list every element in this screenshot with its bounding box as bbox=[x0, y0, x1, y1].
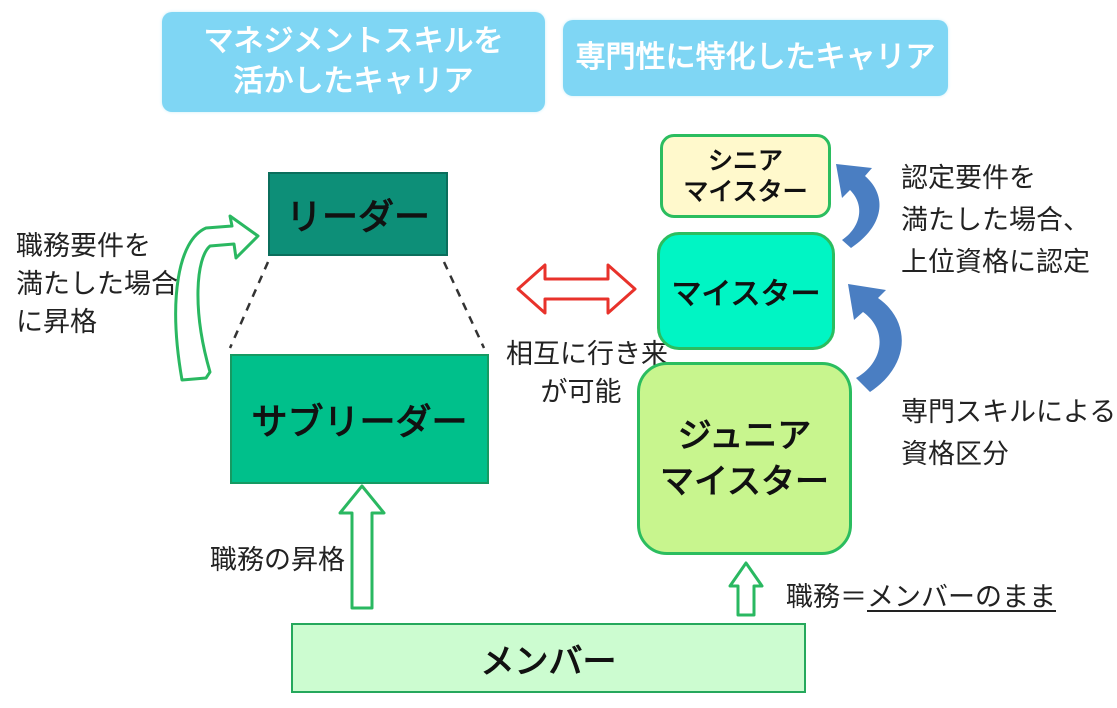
dashed-line-right bbox=[442, 261, 486, 349]
exchange-note: 相互に行き来 が可能 bbox=[506, 336, 668, 412]
junior-label-line2: マイスター bbox=[660, 461, 829, 502]
duty-underlined: メンバーのまま bbox=[867, 582, 1056, 613]
promote-curved-arrow bbox=[174, 214, 260, 382]
senior-meister-box: シニア マイスター bbox=[660, 134, 831, 218]
member-stay-up-arrow bbox=[728, 561, 764, 617]
promote-condition-note: 職務要件を 満たした場合 に昇格 bbox=[16, 228, 178, 342]
promote-note-line3: に昇格 bbox=[16, 307, 97, 338]
job-promotion-up-arrow bbox=[338, 484, 386, 610]
dashed-line-left bbox=[228, 261, 270, 349]
duty-prefix: 職務＝ bbox=[786, 582, 867, 613]
leader-box: リーダー bbox=[268, 172, 448, 256]
certify-curved-arrow-lower bbox=[848, 284, 902, 392]
exchange-double-arrow bbox=[516, 263, 637, 315]
member-box: メンバー bbox=[291, 623, 806, 693]
specialty-header-label: 専門性に特化したキャリア bbox=[575, 40, 936, 75]
junior-label-line1: ジュニア bbox=[677, 415, 812, 456]
management-header-line1: マネジメントスキルを bbox=[203, 24, 504, 59]
senior-label-line2: マイスター bbox=[683, 177, 808, 206]
skill-note-line2: 資格区分 bbox=[901, 439, 1009, 470]
skill-note-line1: 専門スキルによる bbox=[901, 397, 1117, 428]
sub-leader-box: サブリーダー bbox=[230, 354, 489, 484]
management-header-line2: 活かしたキャリア bbox=[233, 64, 474, 99]
promote-note-line2: 満たした場合 bbox=[16, 269, 178, 300]
certify-curved-arrow-upper bbox=[836, 164, 880, 248]
exchange-note-line2: が可能 bbox=[540, 377, 622, 408]
junior-meister-box: ジュニア マイスター bbox=[637, 362, 852, 555]
member-label: メンバー bbox=[480, 641, 617, 682]
leader-label: リーダー bbox=[285, 197, 430, 238]
cert-note-line3: 上位資格に認定 bbox=[901, 247, 1090, 278]
senior-label-line1: シニア bbox=[707, 146, 783, 175]
sub-leader-label: サブリーダー bbox=[251, 402, 468, 443]
duty-member-note: 職務＝メンバーのまま bbox=[786, 579, 1056, 617]
promote-note-line1: 職務要件を bbox=[16, 231, 151, 262]
job-promotion-note: 職務の昇格 bbox=[210, 545, 345, 576]
certify-condition-note: 認定要件を 満たした場合、 上位資格に認定 bbox=[901, 158, 1090, 284]
exchange-note-line1: 相互に行き来 bbox=[506, 339, 668, 370]
meister-label: マイスター bbox=[671, 277, 821, 312]
specialty-career-header: 専門性に特化したキャリア bbox=[563, 20, 948, 96]
skill-category-note: 専門スキルによる 資格区分 bbox=[901, 392, 1116, 476]
cert-note-line1: 認定要件を bbox=[901, 163, 1036, 194]
cert-note-line2: 満たした場合、 bbox=[901, 205, 1090, 236]
meister-box: マイスター bbox=[657, 232, 835, 350]
management-career-header: マネジメントスキルを 活かしたキャリア bbox=[162, 12, 545, 112]
